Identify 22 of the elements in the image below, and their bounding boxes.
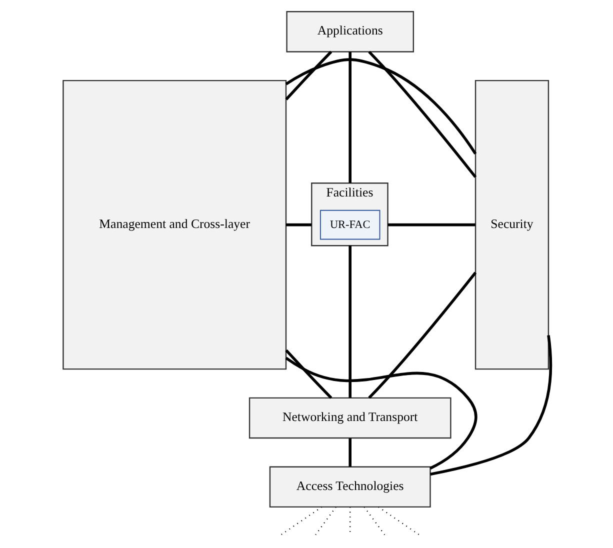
connector <box>284 50 332 100</box>
connector <box>284 349 332 399</box>
connector <box>348 52 351 184</box>
node-box: Management and Cross-layer <box>62 80 286 370</box>
connector <box>348 246 351 398</box>
node-box: UR-FAC <box>319 210 380 240</box>
connector <box>378 506 420 536</box>
node-box: Access Technologies <box>268 466 430 508</box>
connector <box>368 272 476 399</box>
node-box: Networking and Transport <box>248 397 451 439</box>
connector <box>286 223 312 226</box>
connector <box>430 335 552 476</box>
connector <box>314 506 336 536</box>
connector <box>348 438 351 467</box>
node-box: Applications <box>286 11 414 52</box>
connector <box>363 506 386 536</box>
connector <box>368 50 476 178</box>
connector <box>284 356 477 470</box>
node-box: Security <box>474 80 549 370</box>
connector <box>284 58 476 154</box>
connector <box>278 506 322 536</box>
connector <box>387 223 475 226</box>
